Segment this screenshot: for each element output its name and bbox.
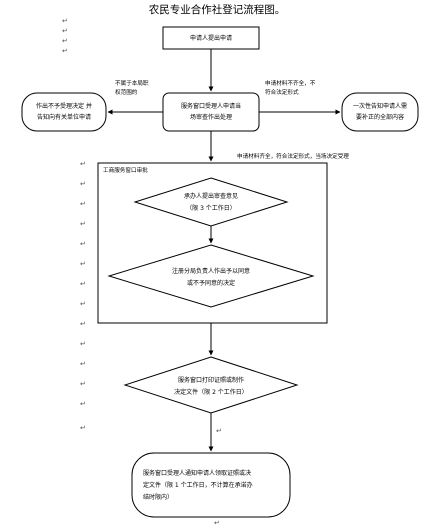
incomplete-line-2: 符合法定形式 — [265, 88, 299, 96]
out-of-scope-line-2: 权范围的 — [115, 88, 138, 96]
para-mark: ↵ — [80, 280, 86, 288]
para-mark: ↵ — [216, 427, 222, 435]
final-line-1: 服务窗口受理人通知申请人领取证照或决 — [143, 469, 251, 477]
decision-line-1: 注册分局负责人作出予以同意 — [172, 267, 250, 275]
para-mark: ↵ — [80, 180, 86, 188]
section-label: 工商服务窗口审批 — [103, 166, 148, 174]
decision-line-2: 或不予同意的决定 — [187, 279, 235, 287]
notify-line-1: 一次性告知申请人需 — [353, 102, 407, 110]
window-handle-line-2: 场审查作出处理 — [190, 113, 232, 121]
window-handle-box — [162, 92, 260, 132]
opinion-line-2: （限 3 个工作日） — [186, 204, 236, 212]
para-mark: ↵ — [80, 400, 86, 408]
para-mark: ↵ — [62, 47, 68, 55]
para-mark: ↵ — [62, 17, 68, 25]
reject-line-2: 告知向有关单位申请 — [37, 113, 91, 121]
final-line-2: 定文件（限 1 个工作日，不计算在承诺办 — [143, 481, 253, 489]
para-mark: ↵ — [80, 260, 86, 268]
final-line-3: 结时限内） — [143, 493, 173, 501]
reject-box — [21, 92, 107, 132]
opinion-line-1: 承办人提出审查意见 — [184, 192, 238, 200]
incomplete-line-1: 申请材料不齐全，不 — [265, 79, 316, 87]
para-mark: ↵ — [80, 240, 86, 248]
paragraph-marks: ↵ ↵ ↵ ↵ ↵ ↵ ↵ ↵ ↵ ↵ ↵ ↵ ↵ ↵ ↵ ↵ ↵ ↵ ↵ ↵ — [62, 17, 222, 527]
complete-label: 申请材料齐全，符合法定形式，当场决定受理 — [237, 152, 349, 160]
notify-box — [341, 92, 419, 132]
reject-line-1: 作出不予受理决定 并 — [36, 102, 92, 110]
para-mark: ↵ — [80, 320, 86, 328]
para-mark: ↵ — [80, 360, 86, 368]
para-mark: ↵ — [80, 200, 86, 208]
para-mark: ↵ — [214, 519, 220, 527]
notify-line-2: 要补正的全部内容 — [356, 113, 404, 121]
para-mark: ↵ — [80, 424, 86, 432]
para-mark: ↵ — [80, 220, 86, 228]
para-mark: ↵ — [80, 340, 86, 348]
opinion-diamond — [133, 177, 289, 227]
page-title: 农民专业合作社登记流程图。 — [149, 3, 286, 16]
window-handle-line-1: 服务窗口受理人申请当 — [181, 102, 241, 110]
section-box — [97, 162, 328, 324]
para-mark: ↵ — [80, 380, 86, 388]
print-diamond — [123, 356, 299, 414]
apply-text: 申请人提出申请 — [190, 34, 232, 42]
para-mark: ↵ — [80, 300, 86, 308]
para-mark: ↵ — [62, 37, 68, 45]
out-of-scope-line-1: 不属于本局职 — [115, 79, 149, 87]
para-mark: ↵ — [80, 160, 86, 168]
final-box — [131, 452, 291, 518]
para-mark: ↵ — [62, 27, 68, 35]
print-line-1: 服务窗口打印证照或制作 — [178, 376, 244, 384]
decision-diamond — [107, 244, 315, 308]
print-line-2: 决定文件（限 2 个工作日） — [174, 388, 248, 396]
